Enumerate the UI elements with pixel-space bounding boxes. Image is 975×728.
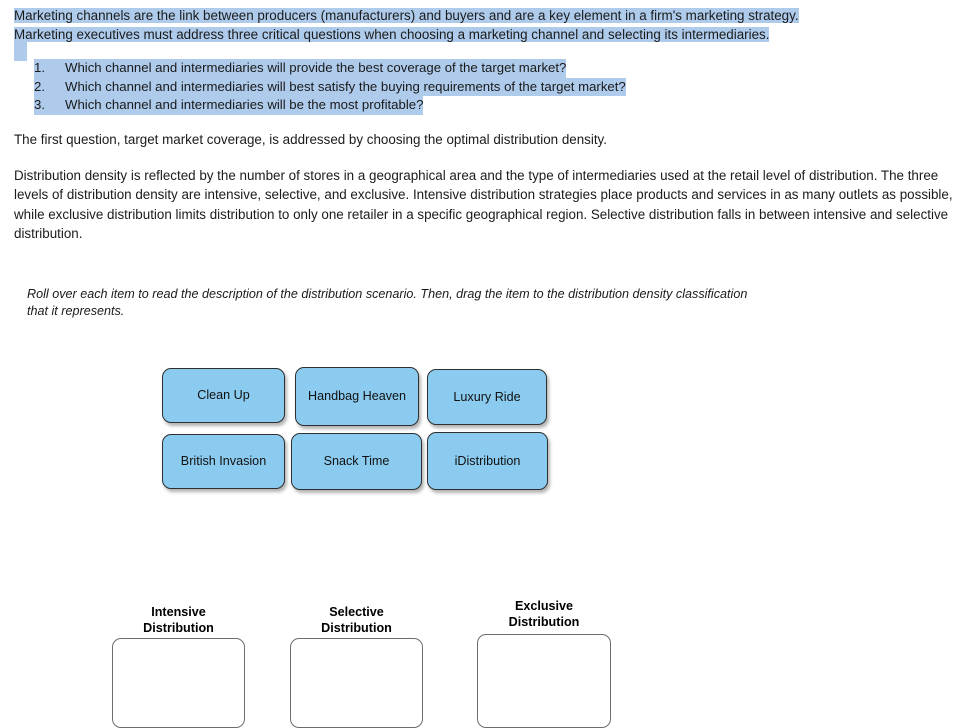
draggable-tile-luxury-ride[interactable]: Luxury Ride — [427, 369, 547, 425]
intro-paragraph: Marketing channels are the link between … — [14, 6, 964, 61]
draggable-items-container: Clean Up Handbag Heaven Luxury Ride Brit… — [162, 367, 548, 490]
drop-zone-label-selective: Selective Distribution — [321, 605, 392, 635]
list-item-number: 1. — [34, 59, 65, 78]
list-item-number: 2. — [34, 77, 65, 96]
activity-instruction: Roll over each item to read the descript… — [27, 287, 748, 318]
drop-target-exclusive[interactable] — [477, 634, 611, 728]
list-item-text: Which channel and intermediaries will be… — [65, 77, 626, 96]
intro-line-1-text: Marketing channels are the link between … — [14, 8, 799, 23]
draggable-tile-snack-time[interactable]: Snack Time — [291, 433, 422, 490]
intro-line-2: Marketing executives must address three … — [14, 25, 964, 44]
drop-target-intensive[interactable] — [112, 638, 245, 728]
paragraph-text: Distribution density is reflected by the… — [14, 168, 953, 242]
drop-zone-label-exclusive: Exclusive Distribution — [508, 599, 580, 629]
list-item-text: Which channel and intermediaries will pr… — [65, 59, 567, 78]
draggable-tile-idistribution[interactable]: iDistribution — [427, 432, 548, 490]
paragraph-text: The first question, target market covera… — [14, 132, 607, 147]
intro-line-2-text: Marketing executives must address three … — [14, 27, 770, 42]
drop-zone-label-intensive: Intensive Distribution — [143, 605, 214, 635]
draggable-tile-clean-up[interactable]: Clean Up — [162, 368, 285, 423]
drop-target-selective[interactable] — [290, 638, 423, 728]
list-item: 3. Which channel and intermediaries will… — [34, 96, 954, 115]
highlight-gap-block — [14, 42, 27, 61]
draggable-tile-handbag-heaven[interactable]: Handbag Heaven — [295, 367, 419, 426]
list-item: 2. Which channel and intermediaries will… — [34, 77, 954, 96]
paragraph-distribution-density: Distribution density is reflected by the… — [14, 166, 965, 244]
list-item: 1. Which channel and intermediaries will… — [34, 59, 954, 78]
list-item-number: 3. — [34, 96, 65, 115]
list-item-text: Which channel and intermediaries will be… — [65, 96, 424, 115]
paragraph-first-question: The first question, target market covera… — [14, 130, 965, 149]
draggable-tile-british-invasion[interactable]: British Invasion — [162, 434, 285, 489]
critical-questions-list: 1. Which channel and intermediaries will… — [34, 59, 954, 115]
intro-line-1: Marketing channels are the link between … — [14, 6, 964, 25]
